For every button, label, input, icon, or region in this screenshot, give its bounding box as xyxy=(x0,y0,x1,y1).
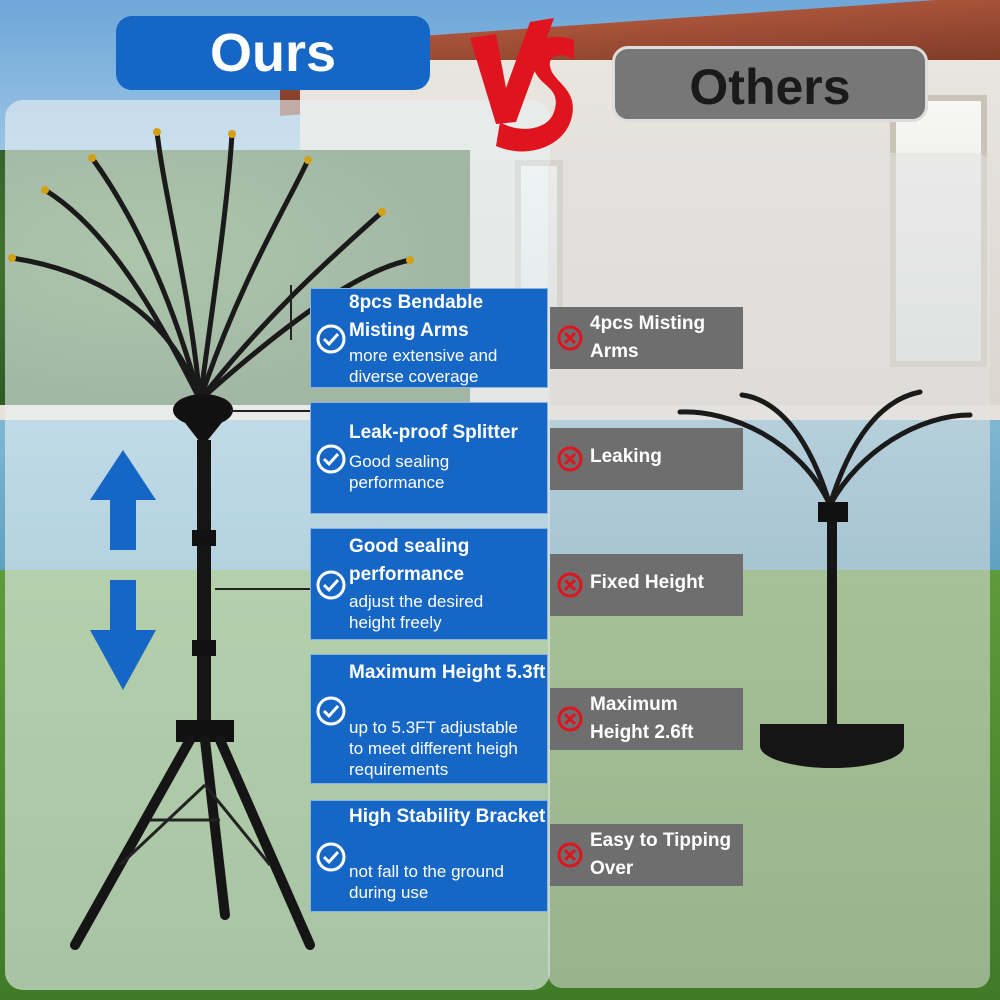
others-con-leaking: Leaking xyxy=(550,428,743,490)
x-circle-icon xyxy=(557,706,583,732)
height-adjust-arrow-icon xyxy=(90,450,156,690)
ours-feature-height-adjust: Good sealing performance adjust the desi… xyxy=(310,528,548,640)
con-label: Leaking xyxy=(590,446,662,467)
others-con-max-height: Maximum Height 2.6ft xyxy=(550,688,743,750)
feature-title: Good sealing performance xyxy=(349,536,470,585)
others-title: Others xyxy=(612,46,928,122)
x-circle-icon xyxy=(557,446,583,472)
others-mister-stand-illustration xyxy=(677,389,973,768)
ours-feature-stability-bracket: High Stability Bracket not fall to the g… xyxy=(310,800,548,912)
feature-description: adjust the desired height freely xyxy=(349,592,484,632)
feature-title: High Stability Bracket xyxy=(349,806,546,827)
vs-logo: VS xyxy=(470,18,574,152)
check-circle-icon xyxy=(316,444,346,474)
feature-title: Leak-proof Splitter xyxy=(349,422,518,443)
leader-line xyxy=(290,285,292,340)
ours-feature-leakproof-splitter: Leak-proof Splitter Good sealing perform… xyxy=(310,402,548,514)
leader-line xyxy=(230,410,310,412)
ours-feature-max-height: Maximum Height 5.3ft up to 5.3FT adjusta… xyxy=(310,654,548,784)
con-label: Easy to Tipping Over xyxy=(590,830,732,879)
check-circle-icon xyxy=(316,842,346,872)
others-con-fixed-height: Fixed Height xyxy=(550,554,743,616)
check-circle-icon xyxy=(316,570,346,600)
ours-feature-misting-arms: 8pcs Bendable Misting Arms more extensiv… xyxy=(310,288,548,388)
others-con-tipping-over: Easy to Tipping Over xyxy=(550,824,743,886)
feature-description: not fall to the ground during use xyxy=(349,862,505,902)
con-label: Fixed Height xyxy=(590,572,705,593)
leader-line xyxy=(215,588,310,590)
x-circle-icon xyxy=(557,842,583,868)
check-circle-icon xyxy=(316,324,346,354)
ours-title: Ours xyxy=(116,16,430,90)
x-circle-icon xyxy=(557,325,583,351)
feature-description: Good sealing performance xyxy=(349,452,450,492)
con-label: 4pcs Misting Arms xyxy=(590,313,706,362)
feature-title: Maximum Height 5.3ft xyxy=(349,662,546,683)
feature-title: 8pcs Bendable Misting Arms xyxy=(349,292,484,341)
check-circle-icon xyxy=(316,696,346,726)
x-circle-icon xyxy=(557,572,583,598)
con-label: Maximum Height 2.6ft xyxy=(590,694,694,743)
feature-description: more extensive and diverse coverage xyxy=(349,346,498,386)
others-con-misting-arms: 4pcs Misting Arms xyxy=(550,307,743,369)
feature-description: up to 5.3FT adjustable to meet different… xyxy=(349,718,518,779)
